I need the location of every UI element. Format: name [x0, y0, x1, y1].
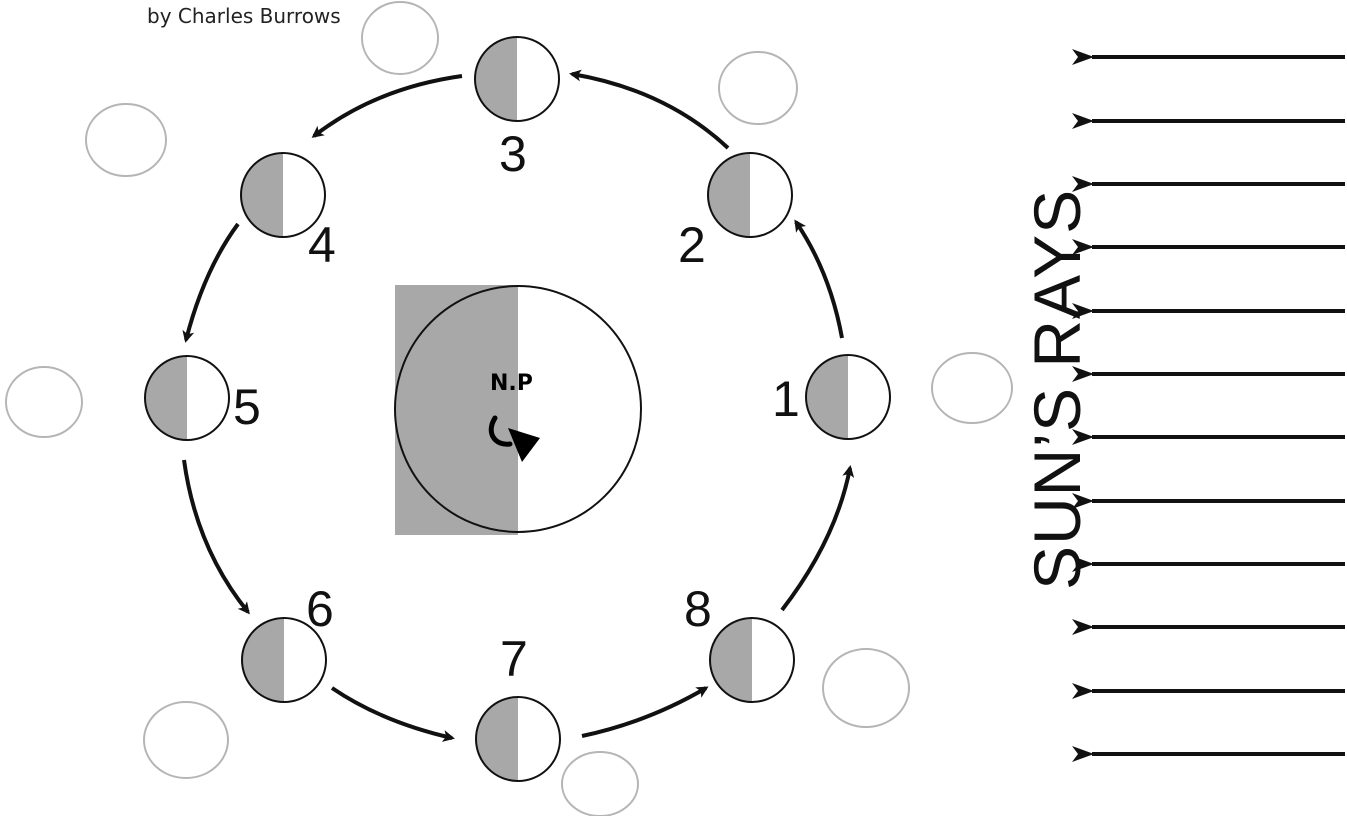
orbit-arrow-1-2	[796, 222, 842, 338]
sketch-circle	[562, 752, 638, 816]
phase-number-3: 3	[499, 126, 527, 182]
orbit-arrow-8-1	[782, 468, 850, 610]
north-pole-label: N.P	[490, 371, 533, 396]
phase-number-8: 8	[684, 581, 712, 637]
orbit-arrow-6-7	[332, 688, 452, 738]
phase-number-7: 7	[500, 631, 528, 687]
sketch-circle	[719, 52, 797, 124]
sketch-circle	[86, 104, 166, 176]
phase-number-6: 6	[306, 581, 334, 637]
orbit-arrow-2-3	[572, 74, 728, 148]
moon-7	[476, 697, 560, 781]
earth: N.P	[395, 285, 641, 535]
phase-number-5: 5	[233, 379, 261, 435]
phase-number-1: 1	[772, 371, 800, 427]
phase-number-4: 4	[308, 217, 336, 273]
sketch-circle	[144, 702, 228, 778]
sketch-circle	[6, 367, 82, 437]
moon-8	[710, 618, 794, 702]
orbit-arrow-3-4	[314, 76, 462, 136]
sun-rays-label: SUN’S RAYS	[1020, 189, 1094, 590]
phase-number-2: 2	[678, 217, 706, 273]
sketch-circle	[823, 649, 909, 727]
orbit-arrow-4-5	[186, 224, 238, 340]
sketch-circle	[932, 353, 1012, 423]
credit-text: by Charles Burrows	[147, 4, 341, 28]
orbit-arrow-5-6	[184, 460, 248, 612]
sketch-circle	[362, 2, 438, 74]
moon-3	[475, 37, 559, 121]
moon-2	[708, 153, 792, 237]
sun-rays	[1092, 57, 1345, 754]
moon-5	[145, 356, 229, 440]
orbit-arrow-7-8	[582, 688, 706, 736]
moon-1	[806, 355, 890, 439]
